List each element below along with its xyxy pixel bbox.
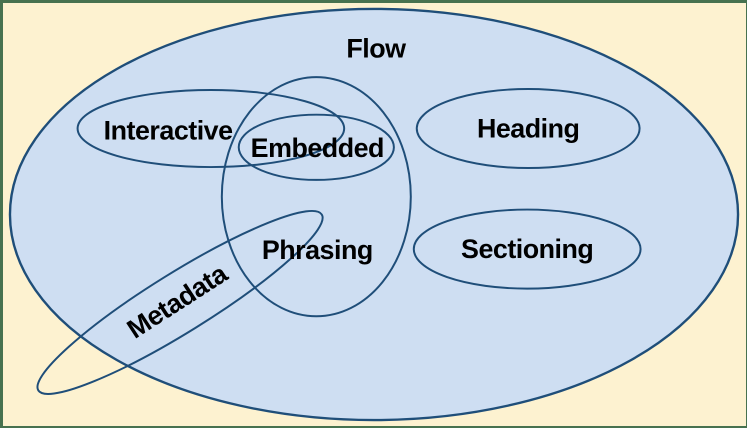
phrasing-label: Phrasing — [262, 235, 373, 265]
phrasing-set-ellipse — [220, 76, 412, 318]
sectioning-set-ellipse — [412, 208, 642, 290]
flow-set-ellipse — [8, 7, 740, 422]
embedded-set-ellipse — [237, 113, 395, 181]
embedded-label: Embedded — [251, 133, 384, 163]
content-categories-diagram: Flow Interactive Embedded Heading Phrasi… — [8, 7, 740, 422]
heading-set-ellipse — [415, 87, 641, 170]
heading-label: Heading — [477, 113, 579, 143]
flow-label: Flow — [346, 33, 406, 63]
sectioning-label: Sectioning — [461, 234, 593, 264]
interactive-label: Interactive — [104, 115, 233, 145]
metadata-set-ellipse — [36, 209, 324, 395]
interactive-set-ellipse — [76, 88, 346, 169]
